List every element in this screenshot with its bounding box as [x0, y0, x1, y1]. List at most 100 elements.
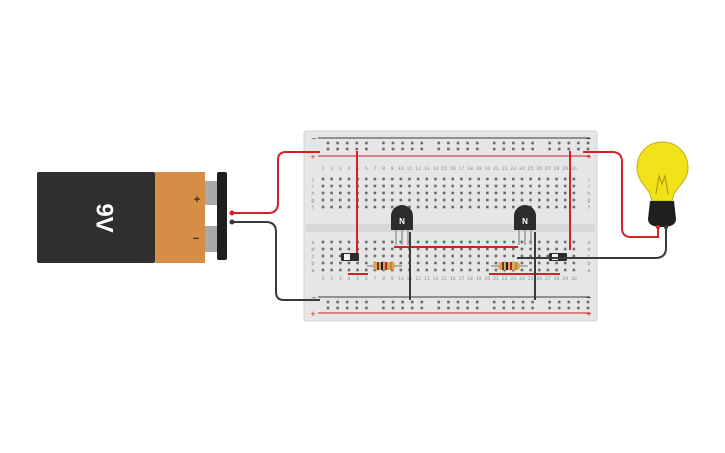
breadboard-hole[interactable]	[520, 198, 524, 202]
breadboard-hole[interactable]	[416, 261, 420, 265]
breadboard-hole[interactable]	[475, 306, 479, 310]
breadboard-hole[interactable]	[456, 300, 460, 304]
breadboard-hole[interactable]	[520, 261, 524, 265]
breadboard-hole[interactable]	[373, 205, 377, 209]
breadboard-hole[interactable]	[420, 147, 424, 151]
breadboard-hole[interactable]	[451, 261, 455, 265]
breadboard-hole[interactable]	[529, 177, 532, 181]
breadboard-hole[interactable]	[420, 306, 424, 310]
breadboard-hole[interactable]	[572, 198, 576, 202]
breadboard-hole[interactable]	[475, 147, 479, 151]
breadboard-hole[interactable]	[399, 184, 403, 188]
breadboard-hole[interactable]	[330, 191, 333, 195]
breadboard-hole[interactable]	[425, 268, 429, 272]
breadboard-hole[interactable]	[416, 254, 420, 258]
breadboard-hole[interactable]	[468, 254, 472, 258]
breadboard-hole[interactable]	[563, 205, 567, 209]
breadboard-hole[interactable]	[434, 261, 437, 265]
breadboard-hole[interactable]	[521, 141, 525, 145]
breadboard-hole[interactable]	[339, 254, 342, 258]
breadboard-hole[interactable]	[502, 147, 506, 151]
breadboard-hole[interactable]	[416, 177, 420, 181]
breadboard-hole[interactable]	[537, 198, 541, 202]
wire-bulb-positive[interactable]	[583, 151, 659, 238]
battery-9v[interactable]: + − 9V	[37, 172, 235, 263]
breadboard-hole[interactable]	[373, 254, 377, 258]
breadboard-hole[interactable]	[330, 268, 333, 272]
breadboard-hole[interactable]	[468, 268, 472, 272]
breadboard-hole[interactable]	[437, 300, 441, 304]
breadboard-hole[interactable]	[512, 240, 515, 244]
breadboard-hole[interactable]	[555, 268, 558, 272]
breadboard-hole[interactable]	[502, 306, 506, 310]
breadboard-hole[interactable]	[486, 247, 489, 251]
breadboard-hole[interactable]	[503, 177, 506, 181]
breadboard-hole[interactable]	[364, 198, 368, 202]
breadboard-hole[interactable]	[408, 205, 411, 209]
breadboard-hole[interactable]	[336, 306, 339, 310]
breadboard-hole[interactable]	[512, 191, 515, 195]
breadboard-hole[interactable]	[586, 300, 590, 304]
breadboard-hole[interactable]	[520, 247, 524, 251]
breadboard-hole[interactable]	[330, 184, 333, 188]
breadboard-hole[interactable]	[401, 141, 404, 145]
breadboard-hole[interactable]	[355, 147, 359, 151]
breadboard-hole[interactable]	[451, 198, 455, 202]
breadboard-hole[interactable]	[347, 177, 351, 181]
breadboard-hole[interactable]	[475, 141, 479, 145]
breadboard-hole[interactable]	[460, 205, 463, 209]
breadboard-hole[interactable]	[390, 247, 394, 251]
breadboard-hole[interactable]	[563, 261, 567, 265]
breadboard-hole[interactable]	[477, 254, 480, 258]
npn-transistor-left[interactable]: N	[391, 205, 413, 245]
breadboard-hole[interactable]	[521, 147, 525, 151]
breadboard-hole[interactable]	[537, 261, 541, 265]
breadboard-hole[interactable]	[391, 300, 395, 304]
breadboard-hole[interactable]	[492, 306, 496, 310]
breadboard-hole[interactable]	[321, 254, 325, 258]
breadboard-hole[interactable]	[382, 184, 385, 188]
breadboard-hole[interactable]	[555, 198, 558, 202]
breadboard-hole[interactable]	[572, 240, 576, 244]
breadboard-hole[interactable]	[416, 240, 420, 244]
breadboard-hole[interactable]	[546, 254, 550, 258]
breadboard-hole[interactable]	[512, 300, 515, 304]
breadboard-hole[interactable]	[586, 306, 590, 310]
breadboard-hole[interactable]	[401, 306, 404, 310]
breadboard-hole[interactable]	[365, 306, 368, 310]
breadboard-hole[interactable]	[546, 247, 550, 251]
breadboard-hole[interactable]	[321, 268, 325, 272]
breadboard-hole[interactable]	[460, 177, 463, 181]
breadboard-hole[interactable]	[456, 141, 460, 145]
breadboard-hole[interactable]	[572, 184, 576, 188]
breadboard-hole[interactable]	[468, 191, 472, 195]
breadboard-hole[interactable]	[486, 268, 489, 272]
breadboard-hole[interactable]	[330, 198, 333, 202]
breadboard-hole[interactable]	[531, 300, 534, 304]
breadboard-hole[interactable]	[373, 247, 377, 251]
breadboard-hole[interactable]	[502, 300, 506, 304]
breadboard-hole[interactable]	[442, 240, 446, 244]
breadboard-hole[interactable]	[425, 198, 429, 202]
breadboard-hole[interactable]	[365, 147, 368, 151]
breadboard-hole[interactable]	[486, 261, 489, 265]
breadboard-hole[interactable]	[512, 205, 515, 209]
breadboard-hole[interactable]	[434, 198, 437, 202]
breadboard-hole[interactable]	[339, 261, 342, 265]
breadboard-hole[interactable]	[586, 147, 590, 151]
breadboard-hole[interactable]	[416, 268, 420, 272]
breadboard-hole[interactable]	[434, 268, 437, 272]
breadboard-hole[interactable]	[434, 184, 437, 188]
resistor-left[interactable]	[367, 262, 402, 270]
breadboard-hole[interactable]	[529, 268, 532, 272]
breadboard-hole[interactable]	[442, 198, 446, 202]
breadboard-hole[interactable]	[555, 177, 558, 181]
breadboard-hole[interactable]	[529, 247, 532, 251]
breadboard-hole[interactable]	[364, 191, 368, 195]
wire-bulb-negative[interactable]	[517, 226, 667, 259]
breadboard-hole[interactable]	[434, 177, 437, 181]
breadboard-hole[interactable]	[442, 191, 446, 195]
breadboard-hole[interactable]	[563, 191, 567, 195]
breadboard-hole[interactable]	[520, 191, 524, 195]
breadboard-hole[interactable]	[503, 247, 506, 251]
